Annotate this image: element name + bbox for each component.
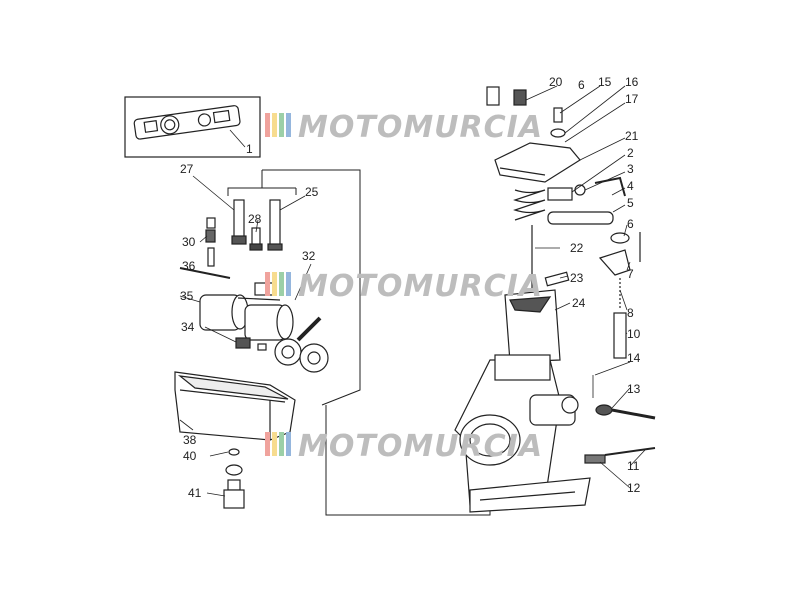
callout-27: 27 (180, 162, 194, 176)
watermark-text: MOTOMURCIA (298, 110, 543, 145)
slide-and-spring (504, 189, 570, 363)
callout-3: 2 (627, 146, 634, 160)
gasket-kit-inset (124, 96, 261, 158)
callout-34: 34 (181, 320, 195, 334)
callout-18: 17 (625, 92, 639, 106)
needle-valve-discs (235, 316, 329, 373)
callout-24: 24 (572, 296, 586, 310)
callout-7: 6 (627, 217, 634, 231)
callout-28: 28 (248, 212, 262, 226)
callout-36: 36 (182, 259, 196, 273)
callout-23: 23 (570, 271, 584, 285)
carburetor-body (454, 354, 591, 513)
callout-13: 12 (627, 481, 641, 495)
callout-25: 25 (305, 185, 319, 199)
main-jet-holders (231, 199, 283, 251)
float-bowl (174, 371, 296, 441)
callout-labels: 1 27 28 25 30 32 36 35 34 38 40 41 20 6 … (180, 75, 641, 500)
callout-14: 13 (627, 382, 641, 396)
callout-12: 11 (627, 459, 640, 473)
watermark-middle: MOTOMURCIA (265, 269, 543, 304)
callout-10: 8 (627, 306, 634, 320)
callout-1: 1 (246, 142, 253, 156)
small-needle-parts (179, 217, 231, 279)
adjustment-screws (584, 404, 656, 464)
watermark-text: MOTOMURCIA (298, 269, 543, 304)
watermark-bottom: MOTOMURCIA (265, 429, 543, 464)
callout-8: 7 (627, 267, 634, 281)
callout-20: 20 (549, 75, 563, 89)
callout-15: 14 (627, 351, 641, 365)
carb-top-cap (486, 86, 581, 183)
drain-screw (223, 448, 245, 509)
callout-35: 35 (180, 289, 194, 303)
callout-41: 41 (188, 486, 202, 500)
watermark-top: MOTOMURCIA (265, 110, 543, 145)
callout-16: 15 (598, 75, 612, 89)
callout-6: 5 (627, 196, 634, 210)
watermark-text: MOTOMURCIA (298, 429, 543, 464)
callout-17: 16 (625, 75, 639, 89)
leader-lines (179, 85, 646, 497)
callout-22: 22 (570, 241, 584, 255)
callout-6-top: 6 (578, 78, 585, 92)
callout-11: 10 (627, 327, 641, 341)
callout-4: 3 (627, 162, 634, 176)
callout-30: 30 (182, 235, 196, 249)
cable-fittings (547, 176, 641, 359)
callout-5: 4 (627, 179, 634, 193)
float-assembly (199, 282, 294, 341)
callout-40: 40 (183, 449, 197, 463)
callout-38: 38 (183, 433, 197, 447)
callout-21: 21 (625, 129, 639, 143)
callout-32: 32 (302, 249, 316, 263)
